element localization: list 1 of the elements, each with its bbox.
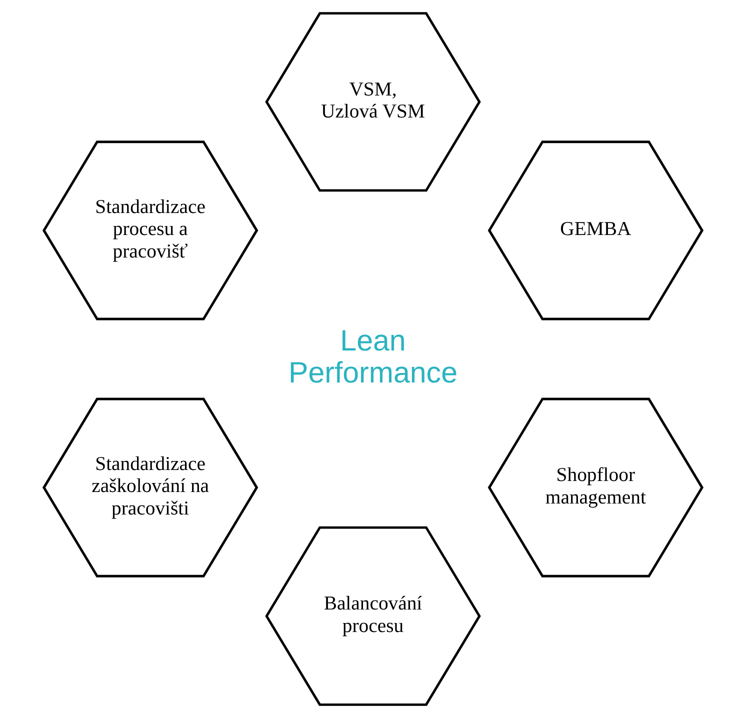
label: Lean Performance <box>288 324 458 390</box>
